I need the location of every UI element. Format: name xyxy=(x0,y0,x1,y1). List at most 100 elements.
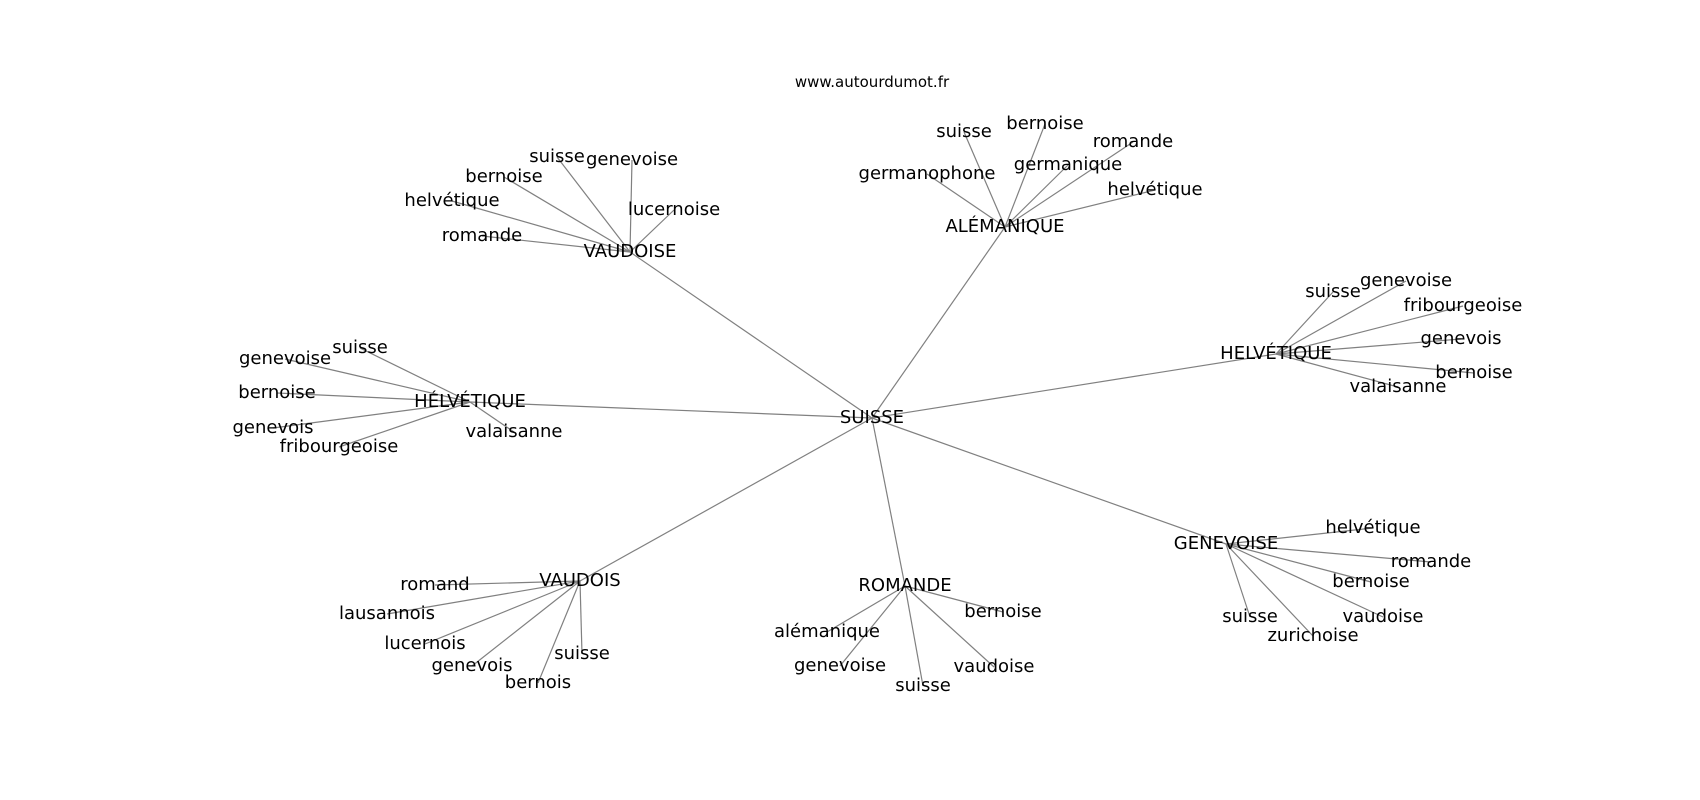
node-label: bernoise xyxy=(964,601,1041,622)
node-label: ROMANDE xyxy=(858,575,951,596)
edge-SUISSE-HELVETIQUE_R xyxy=(871,353,1277,419)
node-label: genevoise xyxy=(239,348,331,369)
edge-GENEVOISE-g1 xyxy=(1225,527,1374,545)
node-label: vaudoise xyxy=(954,656,1035,677)
node-label: alémanique xyxy=(774,621,880,642)
edge-ROMANDE-r2 xyxy=(826,585,906,633)
node-label: genevoise xyxy=(794,655,886,676)
node-label: bernoise xyxy=(1435,362,1512,383)
edge-ROMANDE-r1 xyxy=(904,585,1004,613)
edge-HELVETIQUE_R-hr6 xyxy=(1275,353,1399,388)
edge-VAUDOIS-d5 xyxy=(537,580,581,684)
edge-VAUDOISE-v4 xyxy=(451,200,631,253)
edge-VAUDOISE-v5 xyxy=(629,209,675,253)
node-label: genevois xyxy=(1420,328,1501,349)
edge-GENEVOISE-g3 xyxy=(1225,543,1372,583)
edge-SUISSE-GENEVOISE xyxy=(871,417,1227,545)
node-label: suisse xyxy=(332,337,388,358)
edge-ALEMANIQUE-a6 xyxy=(1004,189,1156,228)
node-label: bernoise xyxy=(238,382,315,403)
node-label: fribourgeoise xyxy=(280,436,399,457)
edge-HELVETIQUE_R-hr5 xyxy=(1275,353,1475,374)
edge-HELVETIQUE_R-hr4 xyxy=(1275,338,1462,355)
edge-HELVETIQUE_L-hl4 xyxy=(272,401,471,429)
node-label: suisse xyxy=(895,675,951,696)
node-label: HÉLVÉTIQUE xyxy=(414,390,526,412)
edge-ALEMANIQUE-a1 xyxy=(963,131,1006,228)
node-label: suisse xyxy=(1305,281,1361,302)
edge-VAUDOISE-v1 xyxy=(556,156,631,253)
edge-VAUDOISE-v6 xyxy=(481,235,631,253)
edge-SUISSE-HELVETIQUE_L xyxy=(469,401,873,419)
edge-GENEVOISE-g5 xyxy=(1225,543,1314,637)
node-label: zurichoise xyxy=(1267,625,1358,646)
graph-labels: SUISSE VAUDOISE ALÉMANIQUE HELVÉTIQUE HÉLVÉT… xyxy=(232,113,1522,696)
edge-SUISSE-VAUDOIS xyxy=(579,417,873,582)
node-label: genevois xyxy=(431,655,512,676)
edge-HELVETIQUE_L-hl1 xyxy=(359,347,471,403)
node-label: lausannois xyxy=(339,603,435,624)
edge-ROMANDE-r4 xyxy=(904,585,995,668)
node-label: genevoise xyxy=(586,149,678,170)
node-label: helvétique xyxy=(404,190,499,211)
node-label: romande xyxy=(1391,551,1472,572)
edge-ALEMANIQUE-a3 xyxy=(1004,141,1134,228)
edge-VAUDOIS-d1 xyxy=(434,580,581,586)
edge-ROMANDE-r5 xyxy=(904,585,924,687)
edge-GENEVOISE-g2 xyxy=(1225,543,1432,563)
edge-VAUDOISE-v3 xyxy=(503,176,631,253)
edge-SUISSE-ROMANDE xyxy=(871,417,906,587)
node-label: romande xyxy=(442,225,523,246)
source-caption: www.autourdumot.fr xyxy=(794,73,950,91)
node-label: valaisanne xyxy=(465,421,562,442)
edge-VAUDOIS-d6 xyxy=(579,580,583,655)
edge-HELVETIQUE_R-hr1 xyxy=(1275,291,1334,355)
edge-ALEMANIQUE-a2 xyxy=(1004,123,1046,228)
node-label: vaudoise xyxy=(1343,606,1424,627)
node-label: romande xyxy=(1093,131,1174,152)
edge-ALEMANIQUE-a4 xyxy=(1004,164,1069,228)
node-label: genevois xyxy=(232,417,313,438)
node-label: GENEVOISE xyxy=(1174,533,1278,554)
edge-ALEMANIQUE-a5 xyxy=(926,173,1006,228)
edge-SUISSE-ALEMANIQUE xyxy=(871,226,1006,419)
node-label: ALÉMANIQUE xyxy=(945,215,1064,237)
node-label: bernoise xyxy=(1006,113,1083,134)
edge-VAUDOISE-v2 xyxy=(629,159,633,253)
node-label: valaisanne xyxy=(1349,376,1446,397)
edge-VAUDOIS-d2 xyxy=(386,580,581,615)
node-label: genevoise xyxy=(1360,270,1452,291)
node-label: VAUDOIS xyxy=(539,570,620,591)
edge-HELVETIQUE_R-hr2 xyxy=(1275,280,1407,355)
node-label: suisse xyxy=(529,146,585,167)
node-label: fribourgeoise xyxy=(1404,295,1523,316)
node-label: lucernoise xyxy=(628,199,720,220)
node-label: suisse xyxy=(1222,606,1278,627)
edge-HELVETIQUE_R-hr3 xyxy=(1275,305,1464,355)
node-label: bernois xyxy=(505,672,571,693)
node-label: SUISSE xyxy=(840,407,904,428)
node-label: bernoise xyxy=(465,166,542,187)
edge-ROMANDE-r3 xyxy=(839,585,906,667)
edge-HELVETIQUE_L-hl6 xyxy=(469,401,515,433)
node-label: lucernois xyxy=(384,633,465,654)
edge-GENEVOISE-g6 xyxy=(1225,543,1251,618)
edge-HELVETIQUE_L-hl5 xyxy=(338,401,471,448)
node-label: romand xyxy=(400,574,469,595)
node-label: bernoise xyxy=(1332,571,1409,592)
node-label: suisse xyxy=(554,643,610,664)
edge-HELVETIQUE_L-hl3 xyxy=(276,392,471,403)
edge-HELVETIQUE_L-hl2 xyxy=(284,358,471,403)
graph-edges xyxy=(272,123,1475,687)
node-label: helvétique xyxy=(1107,179,1202,200)
edge-VAUDOIS-d4 xyxy=(471,580,581,667)
node-label: germanophone xyxy=(859,163,996,184)
edge-VAUDOIS-d3 xyxy=(424,580,581,645)
node-label: suisse xyxy=(936,121,992,142)
edge-SUISSE-VAUDOISE xyxy=(629,251,873,419)
edge-GENEVOISE-g4 xyxy=(1225,543,1384,618)
node-label: HELVÉTIQUE xyxy=(1220,342,1332,364)
node-label: VAUDOISE xyxy=(584,241,677,262)
node-label: helvétique xyxy=(1325,517,1420,538)
